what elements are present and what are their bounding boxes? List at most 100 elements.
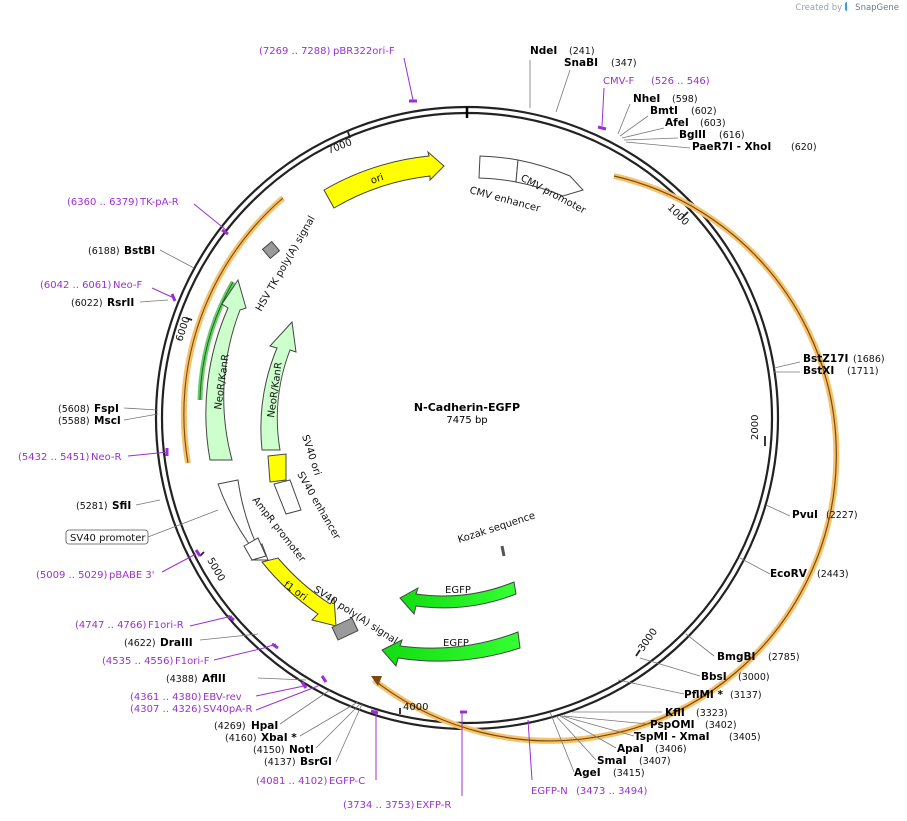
primer-f1orif-name: F1ori-F (175, 656, 210, 667)
leader-smai (555, 715, 597, 761)
primer-egfpc-name: EGFP-C (329, 776, 365, 787)
sv40-polya-feature (331, 617, 359, 641)
enzyme-pflmi-pos: (3137) (730, 690, 762, 701)
primer-mark-tkpa (221, 228, 229, 236)
enzyme-sfii-pos: (5281) (76, 501, 108, 512)
enzyme-agei-pos: (3415) (613, 768, 645, 779)
enzyme-smai-name: SmaI (597, 755, 627, 767)
f1-ori-feature (261, 557, 337, 627)
primer-mark-f1orif (271, 642, 279, 650)
leader-pflmi (617, 679, 685, 695)
primer-neor-name: Neo-R (91, 452, 122, 463)
label-egfp-inner: EGFP (445, 585, 471, 596)
plasmid-length: 7475 bp (446, 415, 487, 426)
plasmid-name: N-Cadherin-EGFP (414, 401, 520, 414)
enzyme-kfli-pos: (3323) (696, 708, 728, 719)
primer-leader-neof (151, 287, 175, 299)
enzyme-noti-pos: (4150) (253, 745, 285, 756)
label-hsv-tk-polya: HSV TK poly(A) signal (254, 214, 318, 313)
primer-leader-pbr322 (403, 57, 414, 101)
enzyme-afei-name: AfeI (665, 117, 689, 129)
leader-noti (315, 703, 361, 749)
primer-leader-f1orir (189, 615, 233, 627)
leader-sfii (135, 499, 161, 506)
leader-bglii (623, 137, 679, 141)
enzyme-bbsi-pos: (3000) (738, 672, 770, 683)
primer-leader-f1orif (213, 643, 277, 661)
primer-leader-egfpn (527, 719, 533, 781)
enzyme-aflii-pos: (4388) (166, 674, 198, 685)
leader-bstz17i (773, 361, 801, 369)
primer-f1orir-name: F1ori-R (148, 620, 184, 631)
left-insert-core (183, 197, 284, 464)
primer-neor-range: (5432 .. 5451) (18, 452, 90, 463)
leader-rsrii (139, 299, 169, 303)
enzyme-paer7i-pos: (620) (791, 142, 817, 153)
neor-kanr-outer-feature (205, 278, 247, 461)
ori-feature (323, 150, 445, 209)
enzyme-ndei-name: NdeI (530, 45, 557, 57)
sv40-enhancer-feature (273, 479, 302, 515)
leader-bmti (619, 115, 649, 137)
enzyme-paer7i-label: PaeR7I (692, 141, 733, 153)
enzyme-msci-name: MscI (94, 415, 121, 427)
enzyme-nhei-name: NheI (633, 93, 660, 105)
cmv-promoter-feature (515, 159, 584, 197)
enzyme-bsrgi-name: BsrGI (300, 756, 332, 768)
tick-label-2000: 2000 (750, 415, 761, 440)
cmv-enhancer-feature (478, 155, 519, 183)
tick-7000-mark (347, 131, 351, 139)
enzyme-msci-pos: (5588) (58, 416, 90, 427)
tick-3000-mark (635, 649, 641, 657)
enzyme-ecorv-pos: (2443) (817, 569, 849, 580)
enzyme-afei-pos: (603) (700, 118, 726, 129)
primer-f1orir-range: (4747 .. 4766) (75, 620, 147, 631)
enzyme-xmai-label: - XmaI (668, 731, 710, 743)
primer-egfpn-name: EGFP-N (531, 786, 568, 797)
enzyme-xbai-name: XbaI * (261, 732, 297, 744)
leader-aflii (257, 677, 307, 681)
primer-mark-pbabe (194, 549, 202, 557)
enzyme-bstxi-name: BstXI (803, 365, 834, 377)
enzyme-bbsi-name: BbsI (701, 671, 727, 683)
leader-hpai (279, 689, 331, 725)
enzyme-hpai-name: HpaI (251, 720, 278, 732)
enzyme-draiii-pos: (4622) (124, 638, 156, 649)
primer-sv40pa-range: (4307 .. 4326) (130, 704, 202, 715)
egfp-outer-feature (381, 631, 521, 668)
enzyme-hpai-pos: (4269) (214, 721, 246, 732)
enzyme-fspi-name: FspI (94, 403, 119, 415)
enzyme-bglii-pos: (616) (719, 130, 745, 141)
watermark-brand: SnapGene (855, 3, 899, 13)
leader-afei (621, 127, 665, 139)
primer-mark-cmv (597, 125, 607, 131)
enzyme-pvui-name: PvuI (792, 509, 818, 521)
label-ori: ori (369, 172, 385, 187)
leader-paer7i (625, 141, 691, 149)
n-cadherin-insert-core (373, 175, 837, 742)
enzyme-ecorv-name: EcoRV (770, 568, 808, 580)
leader-bsrgi (335, 703, 363, 763)
enzyme-smai-pos: (3407) (639, 756, 671, 767)
sv40-ori-feature (267, 453, 287, 483)
primer-pbr322-name: pBR322ori-F (333, 46, 395, 57)
enzyme-nhei-pos: (598) (672, 94, 698, 105)
neo-inner-bar-core (199, 281, 234, 401)
enzyme-apai-name: ApaI (617, 743, 644, 755)
primer-pbabe-range: (5009 .. 5029) (36, 570, 108, 581)
enzyme-paer7i-name: PaeR7I - XhoI (692, 141, 771, 153)
leader-draiii (199, 633, 259, 641)
enzyme-fspi-pos: (5608) (58, 404, 90, 415)
leader-fspi (123, 407, 159, 411)
tick-label-4000: 4000 (403, 702, 428, 713)
enzyme-tspmi-pos: (3405) (729, 732, 761, 743)
primer-tkpa-range: (6360 .. 6379) (67, 197, 139, 208)
sv40-promoter-label: SV40 promoter (70, 533, 146, 544)
kozak-feature (500, 545, 506, 557)
label-kozak: Kozak sequence (457, 510, 537, 545)
primer-f1orif-range: (4535 .. 4556) (102, 656, 174, 667)
leader-nhei (617, 103, 631, 135)
leader-bstbi (159, 249, 195, 269)
enzyme-bmti-pos: (602) (691, 106, 717, 117)
